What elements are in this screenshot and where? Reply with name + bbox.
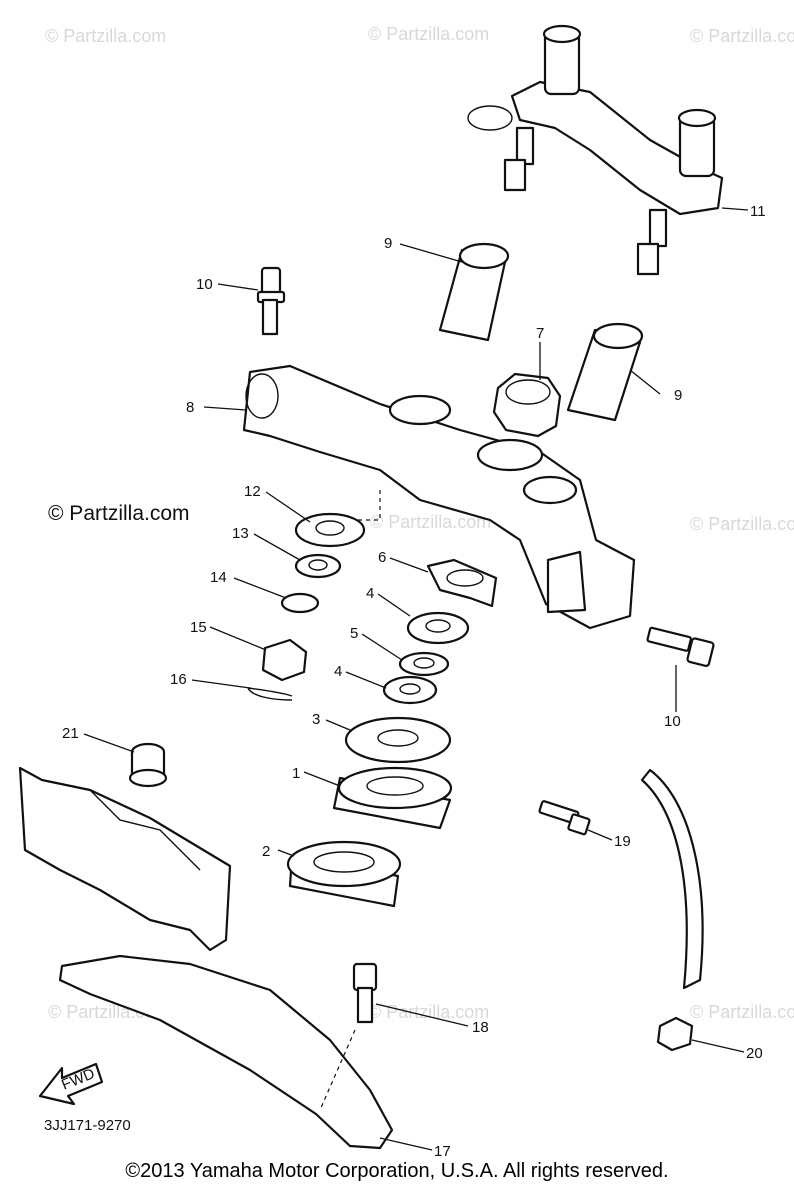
- callout-2: 2: [262, 843, 270, 860]
- callout-10: 10: [196, 276, 213, 293]
- watermark: © Partzilla.com: [690, 26, 794, 46]
- cover-plate: [18, 766, 232, 952]
- callout-21: 21: [62, 725, 79, 742]
- forward-arrow-icon: FWD: [38, 1062, 104, 1106]
- bushing-part-9: [566, 322, 644, 422]
- copyright-notice: ©2013 Yamaha Motor Corporation, U.S.A. A…: [125, 1160, 669, 1182]
- diagram-code: 3JJ171-9270: [44, 1117, 131, 1134]
- watermark: © Partzilla.com: [368, 1002, 489, 1022]
- callout-11: 11: [750, 203, 766, 220]
- bushing-part-9: [438, 242, 510, 342]
- callout-10: 10: [664, 713, 681, 730]
- callout-12: 12: [244, 483, 261, 500]
- hose: [640, 768, 704, 990]
- bearing-part-1: [332, 766, 453, 830]
- callout-7: 7: [536, 325, 544, 342]
- cotter-pin-part-16: [247, 687, 293, 701]
- callout-6: 6: [378, 549, 386, 566]
- bearing-part-2: [286, 840, 402, 908]
- watermark: © Partzilla.com: [690, 514, 794, 534]
- callout-4: 4: [334, 663, 342, 680]
- leader-lines: [83, 207, 749, 1151]
- callout-5: 5: [350, 625, 358, 642]
- bolt-part-10: [646, 626, 715, 712]
- nut-part-7: [492, 372, 562, 438]
- ring-nut-part-4: [406, 611, 470, 645]
- callout-8: 8: [186, 399, 194, 416]
- callout-13: 13: [232, 525, 249, 542]
- callout-9: 9: [674, 387, 682, 404]
- washer-part-5: [398, 651, 450, 677]
- watermark: © Partzilla.com: [690, 1002, 794, 1022]
- callout-4: 4: [366, 585, 374, 602]
- lower-cover-part-17: [58, 954, 394, 1150]
- washer-part-12: [294, 512, 366, 548]
- brand-mark: © Partzilla.com: [48, 502, 190, 525]
- callout-1: 1: [292, 765, 300, 782]
- grommet-part-21: [128, 742, 168, 788]
- bolt-part-18: [352, 962, 378, 1024]
- lower-bracket-part-8: [242, 364, 636, 630]
- ring-nut-part-4: [382, 675, 438, 705]
- washer-part-13: [294, 553, 342, 579]
- callout-14: 14: [210, 569, 227, 586]
- washer-plate-part-6: [426, 558, 498, 608]
- nut-part-20: [656, 1016, 694, 1052]
- callout-20: 20: [746, 1045, 763, 1062]
- bolt-part-19: [538, 800, 591, 836]
- cover-part-3: [344, 716, 452, 764]
- watermark: © Partzilla.com: [368, 24, 489, 44]
- bolt-part-10: [256, 266, 286, 336]
- upper-bracket-part-11: [467, 24, 724, 276]
- watermark: © Partzilla.com: [370, 512, 491, 532]
- callout-18: 18: [472, 1019, 489, 1036]
- callout-16: 16: [170, 671, 187, 688]
- callout-15: 15: [190, 619, 207, 636]
- watermark: © Partzilla.com: [45, 26, 166, 46]
- nut-part-15: [261, 638, 308, 682]
- callout-17: 17: [434, 1143, 451, 1160]
- callout-3: 3: [312, 711, 320, 728]
- callout-9: 9: [384, 235, 392, 252]
- lock-washer-part-14: [280, 592, 320, 614]
- callout-19: 19: [614, 833, 631, 850]
